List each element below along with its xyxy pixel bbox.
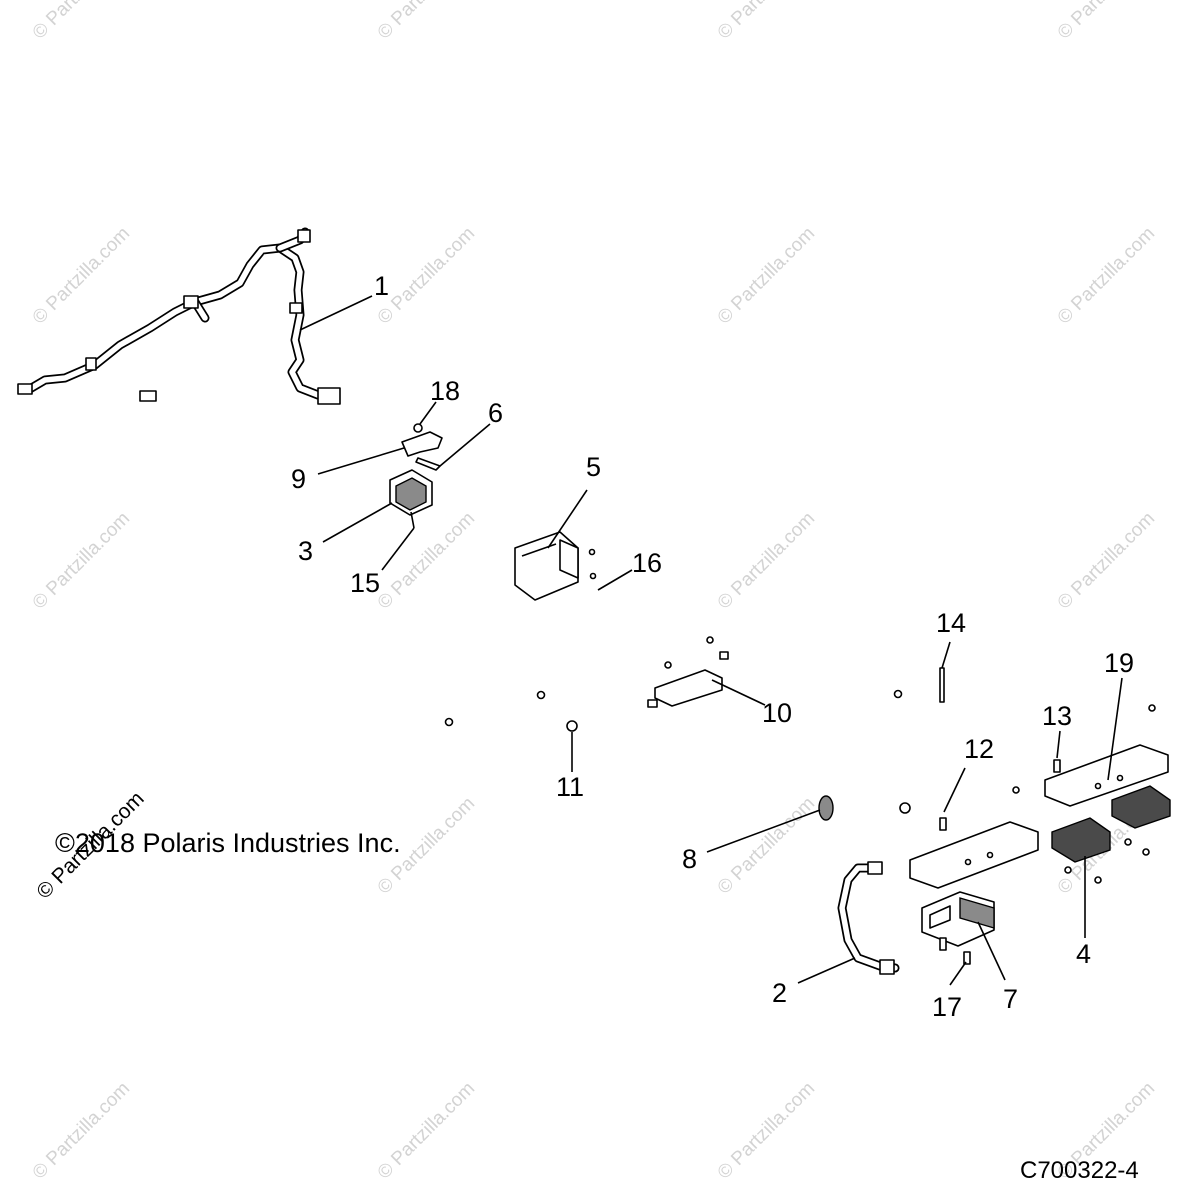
leader-14 (941, 641, 951, 669)
leader-17 (949, 961, 967, 986)
callout-6: 6 (488, 398, 503, 428)
leader-13 (1056, 730, 1061, 759)
watermark: © Partzilla.com (29, 1078, 134, 1183)
callout-9: 9 (291, 464, 306, 494)
clip-part-11 (536, 690, 546, 700)
leader-12 (943, 767, 966, 813)
bolt-part-14 (939, 667, 945, 703)
callout-12: 12 (964, 734, 994, 764)
clip-part-11 (444, 717, 454, 727)
clip-part-11 (566, 720, 578, 732)
screw-part-16 (589, 572, 597, 580)
watermark-layer: © Partzilla.com © Partzilla.com © Partzi… (29, 0, 1159, 1184)
callout-19: 19 (1104, 648, 1134, 678)
watermark: © Partzilla.com (29, 0, 134, 44)
leader-2 (797, 957, 856, 984)
plate-part-10 (647, 636, 729, 708)
leader-7 (977, 921, 1006, 981)
module-part-4 (1051, 785, 1171, 884)
wiring-harness-part (17, 227, 341, 405)
watermark: © Partzilla.com (714, 793, 819, 898)
leader-18 (419, 401, 437, 425)
callout-4: 4 (1076, 939, 1091, 969)
leader-10 (711, 679, 766, 706)
watermark: © Partzilla.com (374, 1078, 479, 1183)
copyright-notice: ©2018 Polaris Industries Inc. (55, 828, 401, 858)
callout-11: 11 (556, 772, 584, 802)
watermark: © Partzilla.com (714, 223, 819, 328)
leader-1 (299, 295, 373, 331)
callout-8: 8 (682, 844, 697, 874)
diagram-code: C700322-4 (1020, 1157, 1139, 1184)
bracket-part-9 (401, 431, 443, 457)
callout-3: 3 (298, 536, 313, 566)
leader-15 (381, 527, 415, 571)
bracket-plate-lower (909, 786, 1039, 889)
watermark: © Partzilla.com (29, 223, 134, 328)
callout-10: 10 (762, 698, 792, 728)
callout-7: 7 (1003, 984, 1018, 1014)
callout-17: 17 (932, 992, 962, 1022)
callout-14: 14 (936, 608, 966, 638)
leader-3 (322, 502, 393, 543)
screw-part-12b (939, 817, 947, 831)
screw-part-12 (899, 802, 911, 814)
watermark: © Partzilla.com (714, 508, 819, 613)
callout-13: 13 (1042, 701, 1072, 731)
leader-6 (439, 423, 491, 467)
module-part-7 (921, 891, 995, 947)
watermark: © Partzilla.com (1054, 223, 1159, 328)
callout-15: 15 (350, 568, 380, 598)
bracket-plate-part-19 (1044, 704, 1169, 807)
bolt-part-15 (410, 511, 415, 529)
sensor-harness-part-2 (837, 861, 900, 975)
leader-9 (317, 447, 405, 475)
grommet-part-8 (818, 795, 834, 821)
callout-1: 1 (374, 271, 389, 301)
callout-16: 16 (632, 548, 662, 578)
ecu-part-5 (514, 531, 579, 601)
callout-18: 18 (430, 376, 460, 406)
leader-5 (547, 489, 588, 549)
screw-part-17 (939, 937, 947, 951)
callout-5: 5 (586, 452, 601, 482)
leader-19 (1107, 677, 1123, 781)
screw-part-16 (588, 548, 596, 556)
watermark: © Partzilla.com (1054, 508, 1159, 613)
watermark: © Partzilla.com (714, 1078, 819, 1183)
relay-part-3 (389, 469, 433, 516)
leader-8 (706, 809, 821, 853)
callout-2: 2 (772, 978, 787, 1008)
screw-part-13 (1053, 759, 1061, 773)
watermark: © Partzilla.com (714, 0, 819, 44)
watermark: © Partzilla.com (29, 508, 134, 613)
watermark: © Partzilla.com (374, 223, 479, 328)
watermark: © Partzilla.com (1054, 0, 1159, 44)
watermark: © Partzilla.com (374, 0, 479, 44)
screw-part-14b (893, 689, 903, 699)
screw-part-17 (963, 951, 971, 965)
callouts: 1 18 6 9 3 15 5 16 10 11 14 19 13 12 8 4… (291, 271, 1134, 1022)
leader-lines (299, 295, 1123, 986)
screw-part-18 (413, 423, 423, 433)
pin-part-6 (415, 457, 441, 471)
leader-16 (597, 569, 633, 591)
